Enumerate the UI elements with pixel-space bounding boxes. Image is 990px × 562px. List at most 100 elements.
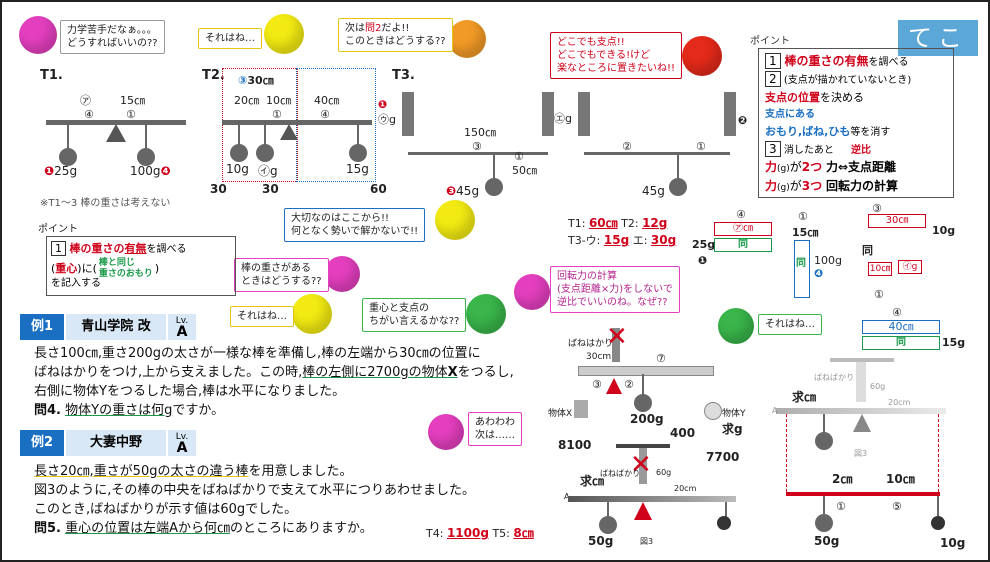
t3-w45b: 45g bbox=[642, 184, 665, 198]
m3-bottom-box: 10㎝ bbox=[868, 262, 892, 276]
fig3-c5: ⑤ bbox=[892, 500, 902, 513]
t2-w10: 10g bbox=[226, 162, 249, 176]
t1-ratio-1: ① bbox=[126, 108, 136, 121]
t2-arrow-30b: 30 bbox=[262, 182, 279, 196]
point-item-2: 2 (支点が描かれていないとき) bbox=[765, 71, 947, 89]
t1-fulcrum bbox=[106, 124, 126, 142]
yellow-character-icon-3 bbox=[292, 294, 332, 334]
t2-weight-2 bbox=[256, 144, 274, 162]
t1-weight-left bbox=[59, 148, 77, 166]
t2-rope-3 bbox=[357, 124, 359, 148]
pink-character-icon bbox=[19, 16, 57, 54]
speech-bubble-5: 大切なのはここから!! 何となく勢いで解かないで!! bbox=[284, 208, 426, 242]
speech-bubble-9: 回転力の計算 (支点距離×力)をしないで 逆比でいいのね。なぜ?? bbox=[550, 266, 680, 313]
t2-d20: 20㎝ bbox=[234, 94, 259, 107]
fig2-a: A bbox=[564, 492, 570, 501]
fig3-rope-left bbox=[823, 414, 825, 434]
t2-title: T2. bbox=[202, 68, 225, 83]
t2-weight-1 bbox=[230, 144, 248, 162]
speech-bubble-7: それはね… bbox=[230, 306, 294, 327]
t2-lever-bar bbox=[222, 120, 372, 125]
fig3-rope-3 bbox=[937, 496, 939, 516]
t2-arrow-30a: 30 bbox=[210, 182, 227, 196]
m3-same: 同 bbox=[862, 244, 873, 257]
t3-d150: 150㎝ bbox=[464, 126, 496, 139]
fig3-dash-right bbox=[938, 414, 939, 492]
fig1-w200: 200g bbox=[630, 412, 664, 426]
fig1-ask: 求g bbox=[722, 422, 743, 436]
t3-weight-left bbox=[485, 178, 503, 196]
speech-bubble-6: 棒の重さがある ときはどうする?? bbox=[234, 258, 329, 292]
fig3-top-plate bbox=[830, 358, 894, 362]
fig1-spring bbox=[612, 328, 620, 362]
t2-top: ③30㎝ bbox=[238, 74, 274, 87]
m4-w15: 15g bbox=[942, 336, 966, 349]
fig3-g60: 60g bbox=[870, 382, 886, 391]
pink-character-icon-4 bbox=[428, 414, 464, 450]
t3-rope-left bbox=[493, 155, 495, 179]
point-box-2: 1 棒の重さの有無を調べる (重心)に(棒と同じ 重さのおもり) を記入する bbox=[46, 236, 236, 296]
fig2-lever bbox=[568, 496, 736, 502]
t2-ratio-1: ① bbox=[272, 108, 282, 121]
m3-c1: ① bbox=[874, 288, 884, 301]
fig1-v400: 400 bbox=[670, 426, 696, 440]
ex1-level: Lv.A bbox=[168, 314, 196, 340]
point-item-1: 1 棒の重さの有無を調べる bbox=[765, 53, 947, 71]
fig3-w50: 50g bbox=[814, 534, 840, 548]
t1-weight-right bbox=[137, 148, 155, 166]
fig3-fulcrum bbox=[853, 414, 871, 432]
answers-row3: T4: 1100g T5: 8㎝ bbox=[426, 526, 534, 540]
t2-arrow-60: 60 bbox=[370, 182, 387, 196]
t1-w25: ❶25g bbox=[44, 164, 78, 178]
fig2-spring bbox=[639, 448, 647, 484]
fig2-spring-label: ばねばかり bbox=[600, 469, 641, 478]
yellow-character-icon-2 bbox=[435, 200, 475, 240]
fig1-d30: 30cm bbox=[586, 352, 612, 362]
m2-d15: 15㎝ bbox=[792, 226, 819, 239]
t1-title: T1. bbox=[40, 68, 63, 83]
m2-vbox bbox=[794, 240, 810, 298]
speech-bubble-10: それはね… bbox=[758, 314, 822, 335]
m3-w10: 10g bbox=[932, 224, 956, 237]
fig3-weight-2 bbox=[815, 514, 833, 532]
t1-ratio-4: ④ bbox=[84, 108, 94, 121]
fig1-fulcrum bbox=[606, 378, 622, 394]
t1-note: ※T1～3 棒の重さは考えない bbox=[40, 198, 171, 209]
fig1-spring-label: ばねはかり bbox=[568, 339, 614, 349]
fig2-rope-right bbox=[725, 502, 727, 520]
m4-top-box: 40㎝ bbox=[862, 320, 940, 334]
t1-w100: 100g❹ bbox=[130, 164, 171, 178]
t1-label-15cm: 15㎝ bbox=[120, 94, 145, 107]
t1-lever-bar bbox=[46, 120, 186, 125]
t3-d50: 50㎝ bbox=[512, 164, 537, 177]
fig1-weight-mid bbox=[634, 394, 652, 412]
fig2-w50: 50g bbox=[588, 534, 614, 548]
pink-character-icon-2 bbox=[324, 256, 360, 292]
t2-fulcrum bbox=[280, 124, 298, 140]
fig3-red-bar bbox=[786, 492, 940, 496]
ex1-school: 青山学院 改 bbox=[66, 314, 166, 340]
fig3-spring-label: ばねばかり bbox=[814, 373, 855, 382]
m3-c3: ③ bbox=[872, 202, 882, 215]
speech-bubble-1: 力学苦手だなぁ。。。 どうすればいいの?? bbox=[60, 20, 165, 54]
m2-same-box: 同 bbox=[796, 258, 806, 269]
answers-row1: T1: 60㎝ T2: 12g bbox=[568, 216, 668, 230]
fig3-dash-left bbox=[786, 414, 787, 492]
fig3-w10: 10g bbox=[940, 536, 966, 550]
speech-bubble-11: あわわわ 次は…… bbox=[468, 412, 522, 446]
t3-spring-left bbox=[402, 92, 414, 136]
orange-character-icon bbox=[448, 20, 486, 58]
m1-same-box: 同 bbox=[714, 238, 772, 252]
fig3-fig: 図3 bbox=[854, 449, 868, 458]
m1-w25: 25g bbox=[692, 238, 716, 251]
t2-d40: 40㎝ bbox=[314, 94, 339, 107]
green-character-icon bbox=[466, 294, 506, 334]
point-item-3: 3 消したあと 逆比 bbox=[765, 141, 947, 159]
m1-c4: ④ bbox=[736, 208, 746, 221]
fig3-weight-3 bbox=[931, 516, 945, 530]
fig2-g60: 60g bbox=[656, 468, 672, 477]
fig2-fig: 図3 bbox=[640, 537, 654, 546]
m4-same-box: 同 bbox=[862, 336, 940, 350]
t3-weight-right bbox=[669, 178, 687, 196]
